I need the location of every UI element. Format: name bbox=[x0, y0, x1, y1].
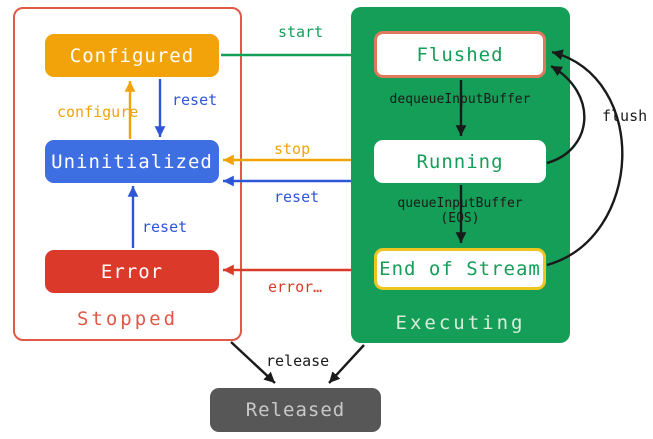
state-running: Running bbox=[374, 140, 546, 183]
edge-label-configure: configure bbox=[57, 103, 139, 121]
edge-label-error: error… bbox=[268, 278, 323, 296]
edge-label-queue-input-buffer-eos: queueInputBuffer (EOS) bbox=[397, 196, 523, 226]
edge-label-reset-from-configured: reset bbox=[172, 91, 218, 109]
state-flushed: Flushed bbox=[374, 31, 546, 78]
group-executing-label: Executing bbox=[395, 312, 526, 334]
edge-release-from-executing-arrow bbox=[328, 344, 365, 384]
edge-label-stop: stop bbox=[274, 140, 311, 158]
state-uninitialized: Uninitialized bbox=[45, 140, 219, 183]
edge-label-reset-from-executing: reset bbox=[274, 188, 320, 206]
edge-label-release: release bbox=[266, 352, 330, 370]
edge-label-dequeue-input-buffer: dequeueInputBuffer bbox=[389, 92, 531, 107]
state-released: Released bbox=[210, 388, 381, 432]
edge-label-start: start bbox=[278, 23, 324, 41]
state-end-of-stream: End of Stream bbox=[374, 248, 546, 290]
edge-label-flush: flush bbox=[602, 107, 648, 125]
state-error: Error bbox=[45, 250, 219, 293]
group-stopped-label: Stopped bbox=[76, 308, 179, 330]
edge-label-reset-from-error: reset bbox=[142, 218, 188, 236]
state-configured: Configured bbox=[45, 34, 219, 77]
